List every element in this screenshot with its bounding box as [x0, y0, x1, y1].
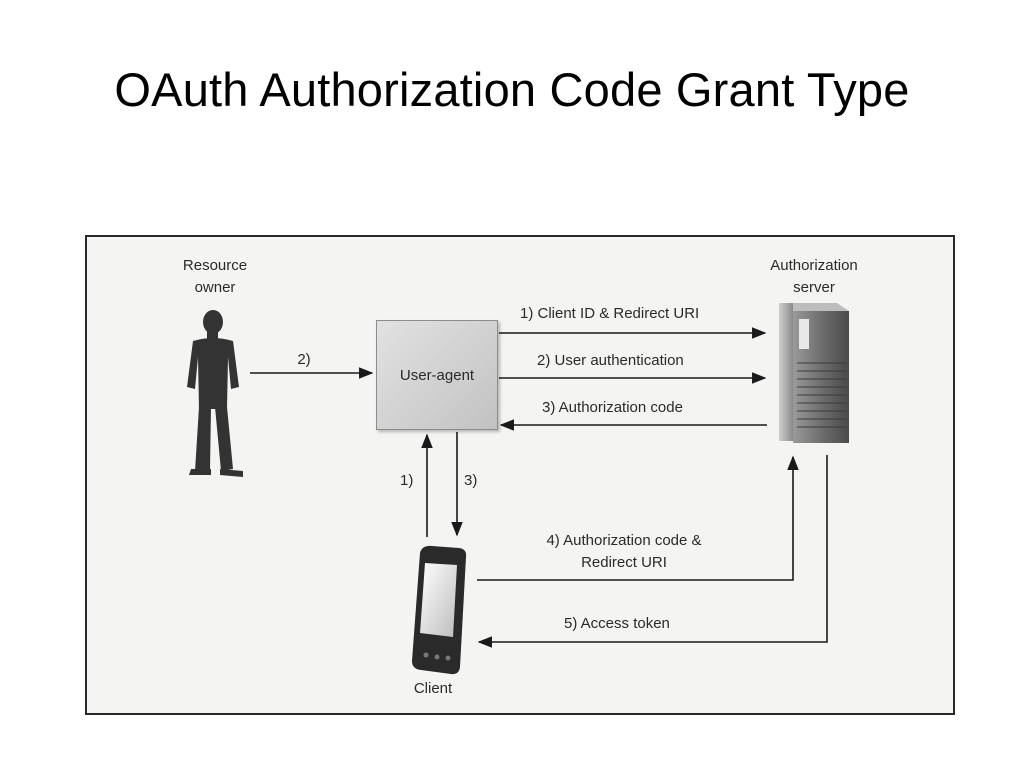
edge-label-user-authentication: 2) User authentication: [537, 352, 684, 369]
user-agent-node: User-agent: [376, 320, 498, 430]
resource-owner-label: Resource owner: [182, 257, 248, 296]
edge-label-access-token: 5) Access token: [564, 615, 670, 632]
oauth-flow-diagram: User-agent Resource owner Authorization …: [85, 235, 955, 715]
server-tower-icon: [779, 303, 849, 443]
edge-label-client-id-redirect: 1) Client ID & Redirect URI: [520, 305, 700, 322]
person-silhouette-icon: [187, 310, 243, 477]
authorization-server-label: Authorization server: [770, 257, 858, 296]
edge-label-auth-code-redirect: 4) Authorization code & Redirect URI: [546, 532, 702, 571]
client-label: Client: [413, 680, 453, 697]
slide-title: OAuth Authorization Code Grant Type: [114, 63, 910, 116]
diagram-graphics: [187, 303, 849, 675]
arrow-server-to-client: [477, 455, 828, 648]
edge-label-owner-to-agent: 2): [297, 351, 311, 368]
edge-label-agent-to-client: 3): [464, 472, 478, 489]
mobile-phone-icon: [412, 545, 467, 675]
edge-label-client-to-agent: 1): [400, 472, 414, 489]
user-agent-label: User-agent: [399, 366, 475, 384]
edge-label-authorization-code: 3) Authorization code: [542, 399, 683, 416]
arrow-client-to-server: [477, 455, 799, 581]
